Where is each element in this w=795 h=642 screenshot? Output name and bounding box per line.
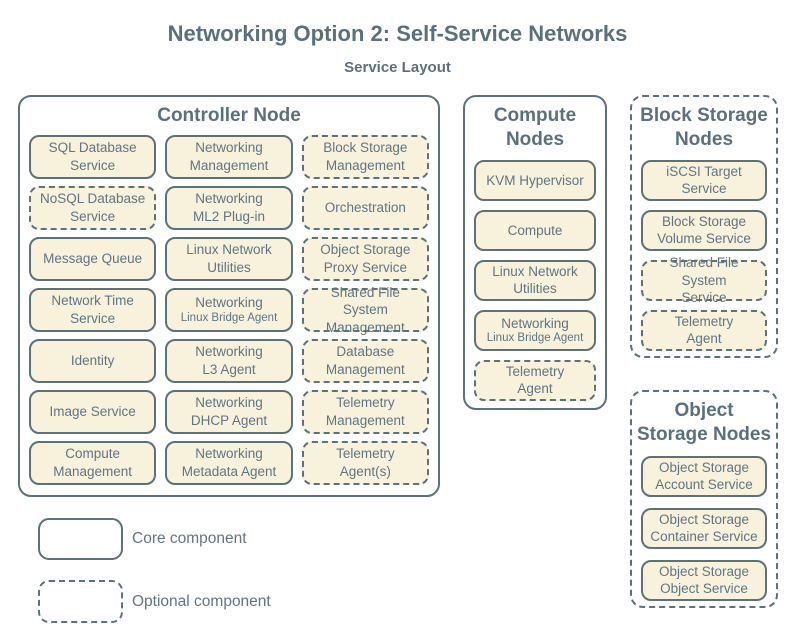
group-block-storage-nodes-title: Block Storage Nodes [640,105,768,150]
group-object-storage-nodes: Object Storage Nodes Object Storage Acco… [630,390,778,608]
service-box-kvm-hypervisor: KVM Hypervisor [474,159,596,201]
service-box-shared-file-system-management: Shared File System Management [301,285,429,335]
service-label: Network Time Service [51,293,134,326]
service-label: Telemetry Management [325,395,405,428]
service-box-sql-database-service: SQL Database Service [29,134,157,179]
service-box-orchestration: Orchestration [301,185,429,230]
service-label: Object Storage Container Service [650,511,758,545]
service-box-database-management: Database Management [301,338,429,383]
service-label: Block Storage Management [323,140,408,173]
service-box-networking-ml2-plug-in: Networking ML2 Plug-in [165,185,293,230]
legend-optional-label: Optional component [132,592,271,610]
service-box-network-time-service: Network Time Service [29,287,157,332]
service-label: Shared File System Management [325,284,405,335]
service-label: Telemetry Agent(s) [336,446,395,479]
service-label: Telemetry Agent [674,313,734,347]
service-label: Orchestration [324,200,406,216]
legend-core-swatch [38,518,123,560]
service-label: Networking ML2 Plug-in [192,191,266,224]
group-compute-nodes-title: Compute Nodes [493,105,577,150]
service-box-compute: Compute [474,209,596,251]
service-box-telemetry-agent-s: Telemetry Agent(s) [301,440,429,485]
service-box-shared-file-system-service: Shared File System Service [641,255,767,305]
service-label: SQL Database Service [48,140,137,173]
service-box-networking-l3-agent: Networking L3 Agent [165,338,293,383]
service-box-object-storage-object-service: Object Storage Object Service [641,559,767,601]
service-box-object-storage-container-service: Object Storage Container Service [641,507,767,549]
service-box-object-storage-proxy-service: Object Storage Proxy Service [301,236,429,281]
service-box-telemetry-agent: Telemetry Agent [474,359,596,401]
service-label: Networking Metadata Agent [181,446,277,479]
service-box-message-queue: Message Queue [29,236,157,281]
service-label: Networking L3 Agent [195,344,263,377]
service-label: Object Storage Proxy Service [320,242,411,275]
controller-service-grid: SQL Database Service Networking Managemen… [29,134,429,485]
service-label: Shared File System Service [669,255,739,306]
diagram-title: Networking Option 2: Self-Service Networ… [167,21,628,46]
service-box-telemetry-agent: Telemetry Agent [641,309,767,351]
service-box-networking-dhcp-agent: Networking DHCP Agent [165,389,293,434]
service-label: Telemetry Agent [505,363,565,397]
service-label: Networking [501,315,569,331]
service-box-object-storage-account-service: Object Storage Account Service [641,455,767,497]
group-controller-node-title: Controller Node [157,105,301,126]
service-label: Database Management [325,344,405,377]
service-sublabel: Linux Bridge Agent [486,332,584,345]
service-label: Linux Network Utilities [186,242,272,275]
service-label: Identity [70,353,115,369]
service-box-identity: Identity [29,338,157,383]
service-box-nosql-database-service: NoSQL Database Service [29,185,157,230]
service-label: Object Storage Object Service [658,563,750,597]
service-label: Linux Network Utilities [492,263,578,297]
legend-core-row: Core component [38,518,247,560]
service-label: Object Storage Account Service [655,459,753,493]
service-box-block-storage-management: Block Storage Management [301,134,429,179]
service-label: Networking Management [189,140,269,173]
legend-core-label: Core component [132,530,247,547]
service-label: Compute Management [53,446,133,479]
service-box-linux-network-utilities: Linux Network Utilities [474,259,596,301]
service-label: KVM Hypervisor [486,172,584,188]
diagram-subtitle: Service Layout [344,59,451,76]
service-label: iSCSI Target Service [666,163,742,197]
group-object-storage-nodes-title: Object Storage Nodes [636,400,772,445]
service-label: NoSQL Database Service [40,191,146,224]
service-sublabel: Linux Bridge Agent [180,311,278,324]
service-box-networking-management: Networking Management [165,134,293,179]
service-box-block-storage-volume-service: Block Storage Volume Service [641,209,767,251]
service-box-telemetry-management: Telemetry Management [301,389,429,434]
service-box-iscsi-target-service: iSCSI Target Service [641,159,767,201]
service-label: Message Queue [43,251,143,267]
service-label: Image Service [49,404,136,420]
service-label: Block Storage Volume Service [657,213,751,247]
legend-optional-swatch [38,580,123,623]
service-box-linux-network-utilities: Linux Network Utilities [165,236,293,281]
group-block-storage-nodes: Block Storage Nodes iSCSI Target Service… [630,95,778,358]
service-box-image-service: Image Service [29,389,157,434]
legend-optional-row: Optional component [38,580,271,623]
service-box-compute-management: Compute Management [29,440,157,485]
service-label: Networking [195,295,263,311]
service-box-networking-metadata-agent: Networking Metadata Agent [165,440,293,485]
service-label: Compute [507,222,563,238]
service-label: Networking DHCP Agent [190,395,268,428]
